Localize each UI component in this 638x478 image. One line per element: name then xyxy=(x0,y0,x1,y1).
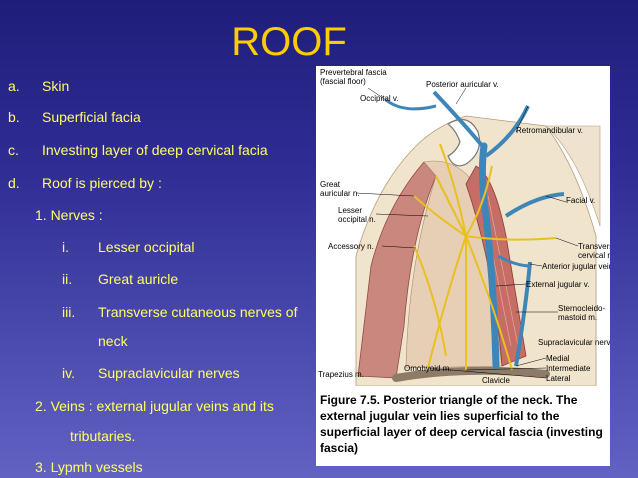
neck-illustration xyxy=(355,87,601,386)
list-item: 3. Lypmh vessels xyxy=(35,459,143,475)
label-transverse-cervical-2: cervical n. xyxy=(578,251,610,260)
clavicle-bone xyxy=(392,366,550,382)
list-item: Lesser occipital xyxy=(98,239,195,255)
label-clavicle: Clavicle xyxy=(482,376,511,385)
label-great-auricular: Great xyxy=(320,180,341,189)
external-jugular-vein xyxy=(478,142,500,370)
list-item: Great auricle xyxy=(98,271,179,287)
label-omohyoid-m: Omohyoid m. xyxy=(404,364,452,373)
list-marker: d. xyxy=(8,175,20,191)
label-accessory-n: Accessory n. xyxy=(328,242,374,251)
list-item: Roof is pierced by : xyxy=(42,175,162,191)
list-item: neck xyxy=(98,333,128,349)
list-item: Investing layer of deep cervical facia xyxy=(42,142,268,158)
label-intermediate: Intermediate xyxy=(546,364,591,373)
label-medial: Medial xyxy=(546,354,570,363)
anterior-jugular-vein xyxy=(514,261,532,367)
list-marker: c. xyxy=(8,142,19,158)
label-retromandibular-v: Retromandibular v. xyxy=(516,126,583,135)
list-marker: iv. xyxy=(62,365,75,381)
list-marker: ii. xyxy=(62,271,73,287)
list-marker: iii. xyxy=(62,304,76,320)
list-marker: a. xyxy=(8,78,20,94)
anatomy-figure: Prevertebral fascia (fascial floor) Occi… xyxy=(316,66,610,466)
label-lateral: Lateral xyxy=(546,374,571,383)
label-fascial-floor: (fascial floor) xyxy=(320,77,366,86)
list-item: Superficial facia xyxy=(42,109,141,125)
label-facial-v: Facial v. xyxy=(566,196,596,205)
list-item: 2. Veins : external jugular veins and it… xyxy=(35,398,274,414)
label-anterior-jugular-vein: Anterior jugular vein xyxy=(542,262,610,271)
sternocleidomastoid-muscle xyxy=(465,165,527,367)
posterior-auricular-vein xyxy=(432,90,486,150)
facial-vein xyxy=(504,192,565,218)
list-item: Transverse cutaneous nerves of xyxy=(98,304,298,320)
figure-caption: Figure 7.5. Posterior triangle of the ne… xyxy=(320,393,603,455)
label-trapezius-m: Trapezius m. xyxy=(318,370,364,379)
list-item: Supraclavicular nerves xyxy=(98,365,240,381)
label-transverse-cervical: Transverse xyxy=(578,242,610,251)
label-lesser-occipital-2: occipital n. xyxy=(338,215,376,224)
label-sternocleidomastoid-2: mastoid m. xyxy=(558,313,598,322)
list-marker: b. xyxy=(8,109,20,125)
label-supraclavicular-nerves: Supraclavicular nerves: xyxy=(538,338,610,347)
label-sternocleidomastoid: Sternocleido- xyxy=(558,304,606,313)
label-great-auricular-2: auricular n. xyxy=(320,189,360,198)
label-occipital-v: Occipital v. xyxy=(360,94,399,103)
label-prevertebral: Prevertebral fascia xyxy=(320,68,387,77)
page-title: ROOF xyxy=(231,20,347,64)
face xyxy=(545,125,601,227)
list-marker: i. xyxy=(62,239,69,255)
list-item: 1. Nerves : xyxy=(35,207,103,223)
label-external-jugular-v: External jugular v. xyxy=(526,280,590,289)
cervical-nerves xyxy=(413,143,557,371)
label-lesser-occipital: Lesser xyxy=(338,206,363,215)
occipital-vein xyxy=(385,98,437,111)
list-item: Skin xyxy=(42,78,70,94)
list-item: tributaries. xyxy=(70,428,136,444)
label-posterior-auricular-v: Posterior auricular v. xyxy=(426,80,499,89)
